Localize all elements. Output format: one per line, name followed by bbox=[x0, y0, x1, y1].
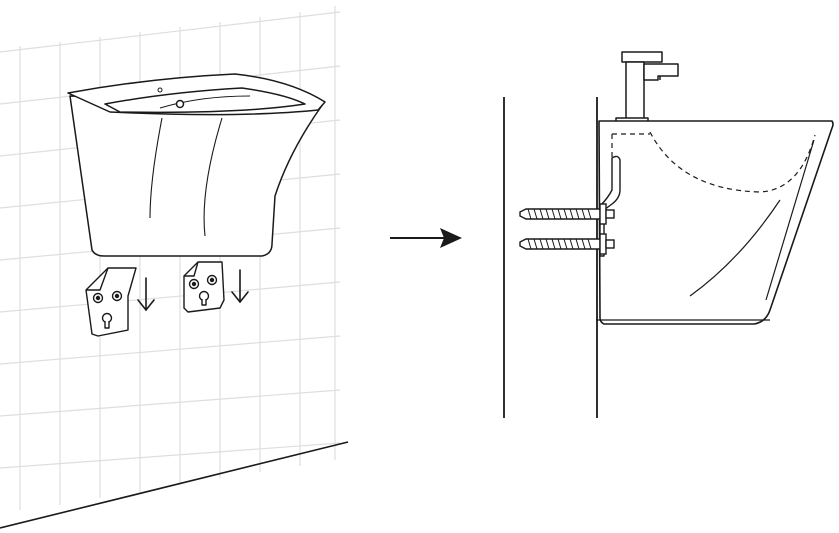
right-arrow-icon bbox=[390, 228, 462, 248]
basin-side-view bbox=[596, 120, 834, 325]
wall-bracket bbox=[599, 155, 621, 257]
hanger-bolt bbox=[519, 203, 615, 225]
floor-line bbox=[0, 441, 349, 529]
down-arrow-icon bbox=[137, 277, 155, 312]
wall-bracket bbox=[85, 267, 137, 337]
hanger-bolt bbox=[519, 233, 615, 255]
basin-front-view bbox=[67, 73, 326, 257]
down-arrow-icon bbox=[231, 269, 249, 304]
faucet bbox=[615, 51, 679, 123]
wall-bracket bbox=[183, 261, 225, 313]
wall-section bbox=[503, 97, 598, 418]
